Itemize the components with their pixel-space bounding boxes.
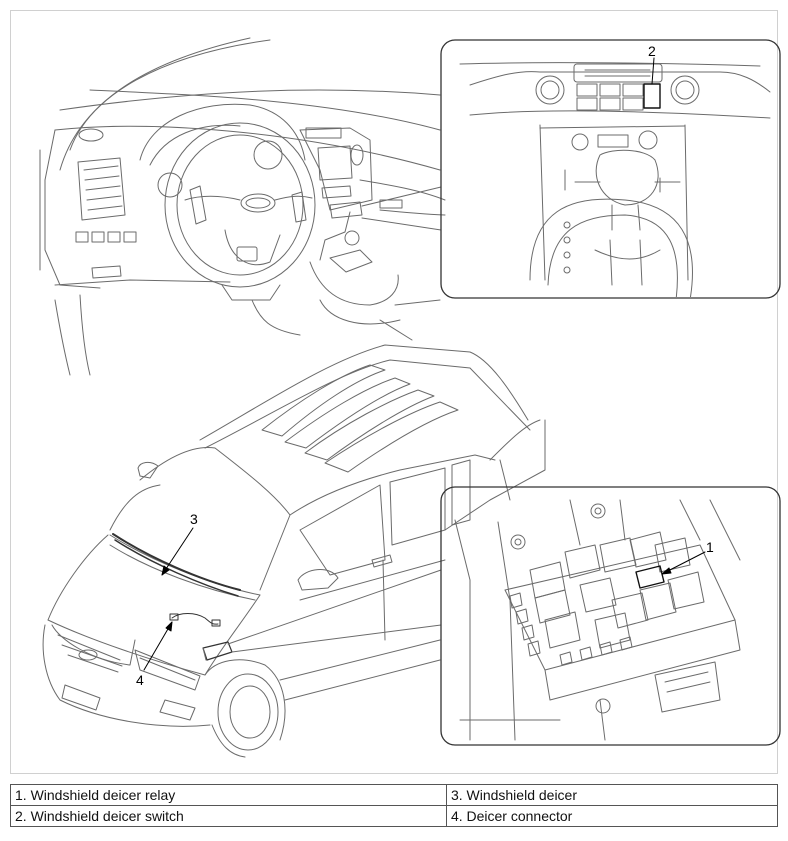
- callout-2: 2: [648, 43, 656, 59]
- inset-leader-line: [231, 624, 442, 653]
- legend-item-relay: 1. Windshield deicer relay: [10, 784, 447, 806]
- inset-leader-line: [227, 569, 442, 645]
- inset-console: 2: [440, 39, 781, 299]
- technical-illustration: 2: [39, 37, 781, 758]
- callout-3: 3: [190, 511, 198, 527]
- figure-frame: [10, 10, 778, 774]
- inset-leader-line: [361, 186, 442, 207]
- callout-1: 1: [706, 539, 714, 555]
- legend-item-connector: 4. Deicer connector: [445, 805, 779, 827]
- legend-table: 1. Windshield deicer relay 3. Windshield…: [10, 784, 779, 827]
- inset-relay-box: 1: [440, 486, 781, 746]
- legend-row: 2. Windshield deicer switch 4. Deicer co…: [10, 805, 779, 827]
- legend-item-switch: 2. Windshield deicer switch: [10, 805, 447, 827]
- legend-item-deicer: 3. Windshield deicer: [445, 784, 779, 806]
- callout-4: 4: [136, 672, 144, 688]
- vehicle-illustration: [42, 344, 546, 758]
- legend-row: 1. Windshield deicer relay 3. Windshield…: [10, 784, 779, 806]
- dashboard-illustration: [39, 37, 446, 376]
- inset-leader-line: [361, 217, 442, 231]
